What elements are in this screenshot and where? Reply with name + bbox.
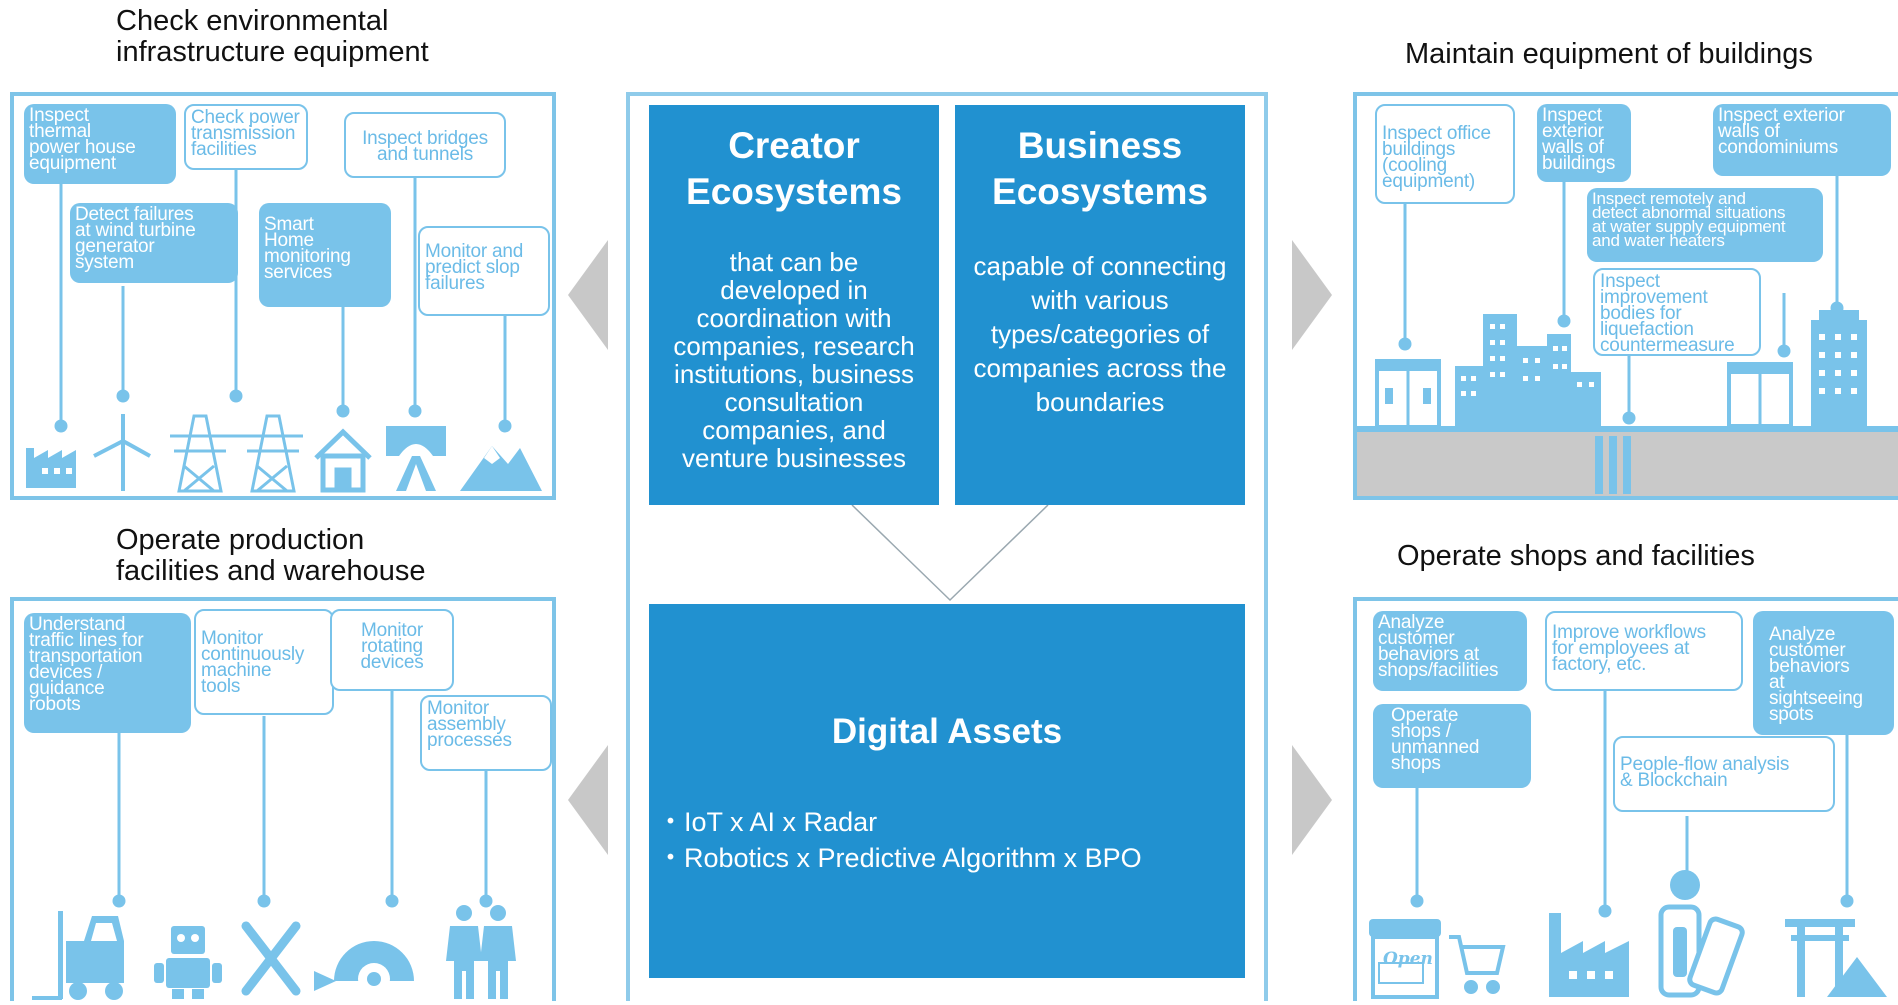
callout-power-transmission: Check power transmission facilities: [184, 104, 308, 170]
office-building-icon: [1375, 359, 1441, 429]
buildings-heading: Maintain equipment of buildings: [1405, 38, 1813, 70]
creator-description: that can be developed in coordination wi…: [673, 247, 915, 473]
tunnel-icon: [386, 426, 446, 491]
shops-scene: [1369, 691, 1887, 999]
callout-slope-failures: Monitor and predict slop failures: [418, 226, 550, 316]
shop-open-icon: [1369, 919, 1441, 999]
shops-panel: Analyze customer behaviors at shops/faci…: [1353, 597, 1898, 1001]
factory-icon: [1549, 913, 1629, 997]
water-heater-building-icon: [1727, 362, 1793, 428]
shopping-cart-icon: [1449, 935, 1506, 994]
arrow-left-bottom: [568, 745, 608, 855]
workers-icon: [446, 905, 516, 999]
shops-heading: Operate shops and facilities: [1397, 540, 1755, 572]
wind-turbine-icon: [93, 414, 151, 491]
callout-people-flow: People-flow analysis & Blockchain: [1613, 736, 1835, 812]
callout-liquefaction: Inspect improvement bodies for liquefact…: [1593, 268, 1761, 356]
creator-ecosystems-box: Creator Ecosystems that can be developed…: [649, 105, 939, 505]
buildings-scene: [1357, 164, 1898, 496]
tools-icon: [241, 921, 301, 996]
mountain-icon: [460, 446, 542, 491]
business-ecosystems-box: Business Ecosystems capable of connectin…: [955, 105, 1245, 505]
digital-assets-title: Digital Assets: [831, 712, 1063, 751]
power-pylon-icon: [170, 414, 303, 493]
callout-bridges-tunnels: Inspect bridges and tunnels: [344, 112, 506, 178]
merge-chevron: [851, 505, 1049, 602]
payment-devices-icon: [1658, 870, 1745, 998]
factory-icon: [26, 448, 76, 488]
condominium-icon: [1811, 310, 1867, 426]
production-panel: Understand traffic lines for transportat…: [10, 597, 556, 1001]
circular-saw-icon: [314, 941, 414, 995]
arrow-left-top: [568, 240, 608, 350]
arrow-right-bottom: [1292, 745, 1332, 855]
arrow-right-top: [1292, 240, 1332, 350]
business-description: capable of connecting with various types…: [973, 251, 1227, 417]
callout-assembly-processes: Monitor assembly processes: [420, 695, 552, 771]
callout-shop-behaviors: Analyze customer behaviors at shops/faci…: [1373, 611, 1527, 691]
digital-assets-box: Digital Assets ・IoT x AI x Radar ・Roboti…: [649, 604, 1245, 978]
callout-smart-home: Smart Home monitoring services: [259, 203, 391, 307]
buildings-panel: Inspect office buildings (cooling equipm…: [1353, 92, 1898, 500]
env-heading: Check environmental infrastructure equip…: [116, 5, 429, 68]
robot-icon: [154, 926, 222, 999]
callout-sightseeing: Analyze customer behaviors at sightseein…: [1753, 611, 1894, 735]
callout-thermal-power: Inspect thermal power house equipment: [24, 104, 176, 184]
center-frame: [626, 92, 1268, 1001]
forklift-icon: [32, 911, 124, 1000]
open-sign-text: Open: [1383, 949, 1433, 969]
callout-condominium-walls: Inspect exterior walls of condominiums: [1713, 104, 1891, 176]
callout-wind-turbine: Detect failures at wind turbine generato…: [70, 203, 238, 283]
callout-rotating-devices: Monitor rotating devices: [330, 609, 454, 691]
digital-assets-item: ・IoT x AI x Radar: [657, 807, 878, 837]
business-title: Business Ecosystems: [992, 125, 1208, 212]
digital-assets-item: ・Robotics x Predictive Algorithm x BPO: [657, 843, 1142, 873]
callout-building-walls: Inspect exterior walls of buildings: [1537, 104, 1631, 182]
callout-machine-tools: Monitor continuously machine tools: [194, 609, 334, 715]
callout-employee-workflows: Improve workflows for employees at facto…: [1545, 611, 1743, 691]
env-panel: Inspect thermal power house equipment Ch…: [10, 92, 556, 500]
city-skyline-icon: [1455, 314, 1601, 426]
production-heading: Operate production facilities and wareho…: [116, 524, 426, 587]
callout-traffic-lines: Understand traffic lines for transportat…: [24, 613, 191, 733]
callout-water-supply: Inspect remotely and detect abnormal sit…: [1587, 188, 1823, 262]
house-icon: [314, 428, 372, 493]
callout-office-buildings: Inspect office buildings (cooling equipm…: [1375, 104, 1515, 204]
production-scene: [32, 691, 516, 1000]
torii-gate-icon: [1785, 919, 1887, 997]
callout-unmanned-shops: Operate shops / unmanned shops: [1373, 704, 1531, 788]
env-scene: [26, 156, 542, 493]
creator-title: Creator Ecosystems: [686, 125, 902, 212]
